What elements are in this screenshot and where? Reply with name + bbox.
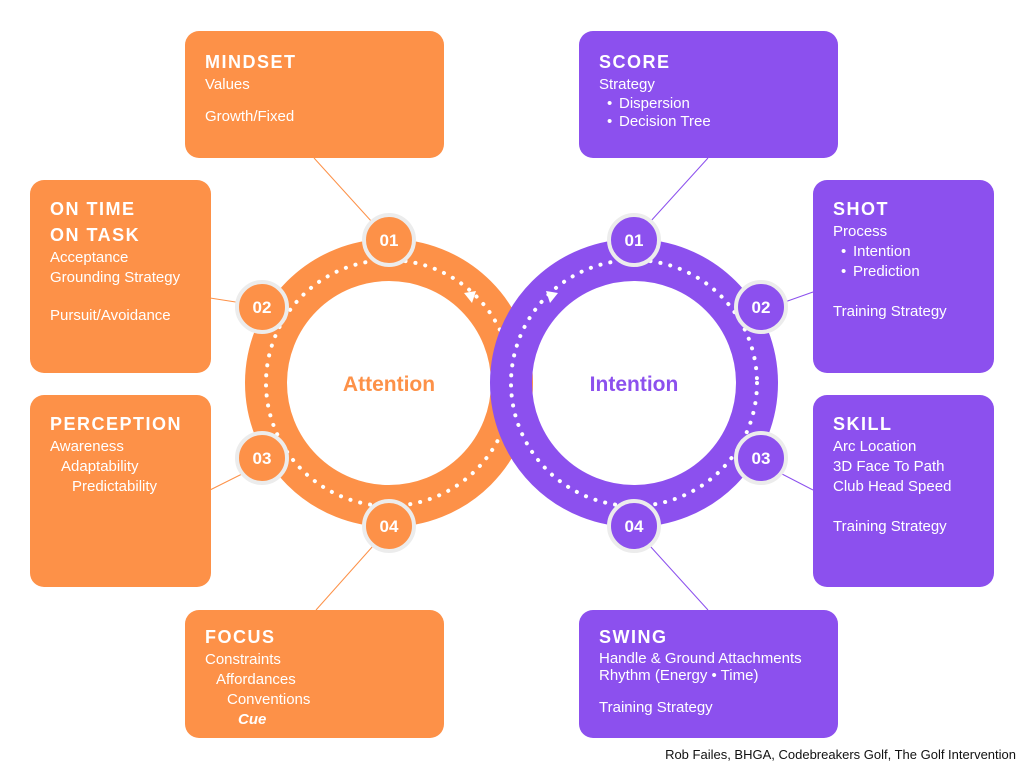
shot-title: SHOT <box>833 199 890 219</box>
focus-line: Conventions <box>227 691 311 708</box>
on-time-title: ON TIME <box>50 199 136 219</box>
focus-line: Affordances <box>216 671 296 688</box>
shot-card: SHOT Process Intention Prediction Traini… <box>813 180 994 373</box>
skill-card: SKILL Arc Location 3D Face To Path Club … <box>813 395 994 587</box>
shot-bullet: Prediction <box>833 262 974 282</box>
attention-badge-01: 01 <box>362 213 416 267</box>
svg-text:01: 01 <box>380 231 399 250</box>
svg-text:04: 04 <box>625 517 644 536</box>
swing-line: Handle & Ground Attachments <box>599 650 802 667</box>
mindset-line: Values <box>205 76 250 93</box>
mindset-title: MINDSET <box>205 52 297 72</box>
intention-badge-03: 03 <box>734 431 788 485</box>
focus-line: Constraints <box>205 651 281 668</box>
focus-card: FOCUS Constraints Affordances Convention… <box>185 610 444 738</box>
swing-line: Rhythm (Energy • Time) <box>599 667 759 684</box>
perception-line: Predictability <box>72 478 158 495</box>
credit-text: Rob Failes, BHGA, Codebreakers Golf, The… <box>665 747 1016 762</box>
svg-text:01: 01 <box>625 231 644 250</box>
svg-text:04: 04 <box>380 517 399 536</box>
score-line: Strategy <box>599 76 655 93</box>
attention-badge-04: 04 <box>362 499 416 553</box>
svg-text:02: 02 <box>752 298 771 317</box>
swing-title: SWING <box>599 627 668 647</box>
svg-text:02: 02 <box>253 298 272 317</box>
score-card: SCORE Strategy Dispersion Decision Tree <box>579 31 838 158</box>
shot-line: Process <box>833 223 888 240</box>
svg-text:03: 03 <box>752 449 771 468</box>
on-time-line: Grounding Strategy <box>50 269 181 286</box>
mindset-line: Growth/Fixed <box>205 108 295 125</box>
perception-card: PERCEPTION Awareness Adaptability Predic… <box>30 395 211 587</box>
intention-badge-04: 04 <box>607 499 661 553</box>
intention-badge-01: 01 <box>607 213 661 267</box>
perception-line: Adaptability <box>61 458 139 475</box>
on-time-card: ON TIME ON TASK Acceptance Grounding Str… <box>30 180 211 373</box>
skill-title: SKILL <box>833 414 893 434</box>
swing-card: SWING Handle & Ground Attachments Rhythm… <box>579 610 838 738</box>
score-bullet: Decision Tree <box>599 113 818 131</box>
skill-line: 3D Face To Path <box>833 458 945 475</box>
on-task-title: ON TASK <box>50 225 141 245</box>
intention-arrow-icon <box>546 291 558 303</box>
intention-badge-02: 02 <box>734 280 788 334</box>
shot-bullet: Intention <box>833 242 974 262</box>
shot-line: Training Strategy <box>833 303 947 320</box>
on-time-line: Pursuit/Avoidance <box>50 307 171 324</box>
skill-line: Club Head Speed <box>833 478 952 495</box>
attention-badge-03: 03 <box>235 431 289 485</box>
attention-badge-02: 02 <box>235 280 289 334</box>
skill-line: Training Strategy <box>833 518 947 535</box>
perception-line: Awareness <box>50 438 124 455</box>
svg-text:03: 03 <box>253 449 272 468</box>
swing-line: Training Strategy <box>599 699 713 716</box>
focus-cue-line: Cue <box>238 711 267 728</box>
focus-title: FOCUS <box>205 627 276 647</box>
mindset-card: MINDSET Values Growth/Fixed <box>185 31 444 158</box>
score-bullet: Dispersion <box>599 95 818 113</box>
skill-line: Arc Location <box>833 438 917 455</box>
score-title: SCORE <box>599 52 671 72</box>
attention-label: Attention <box>343 373 435 396</box>
perception-title: PERCEPTION <box>50 414 183 434</box>
on-time-line: Acceptance <box>50 249 129 266</box>
attention-arrow-icon <box>464 291 476 303</box>
intention-label: Intention <box>590 373 679 396</box>
